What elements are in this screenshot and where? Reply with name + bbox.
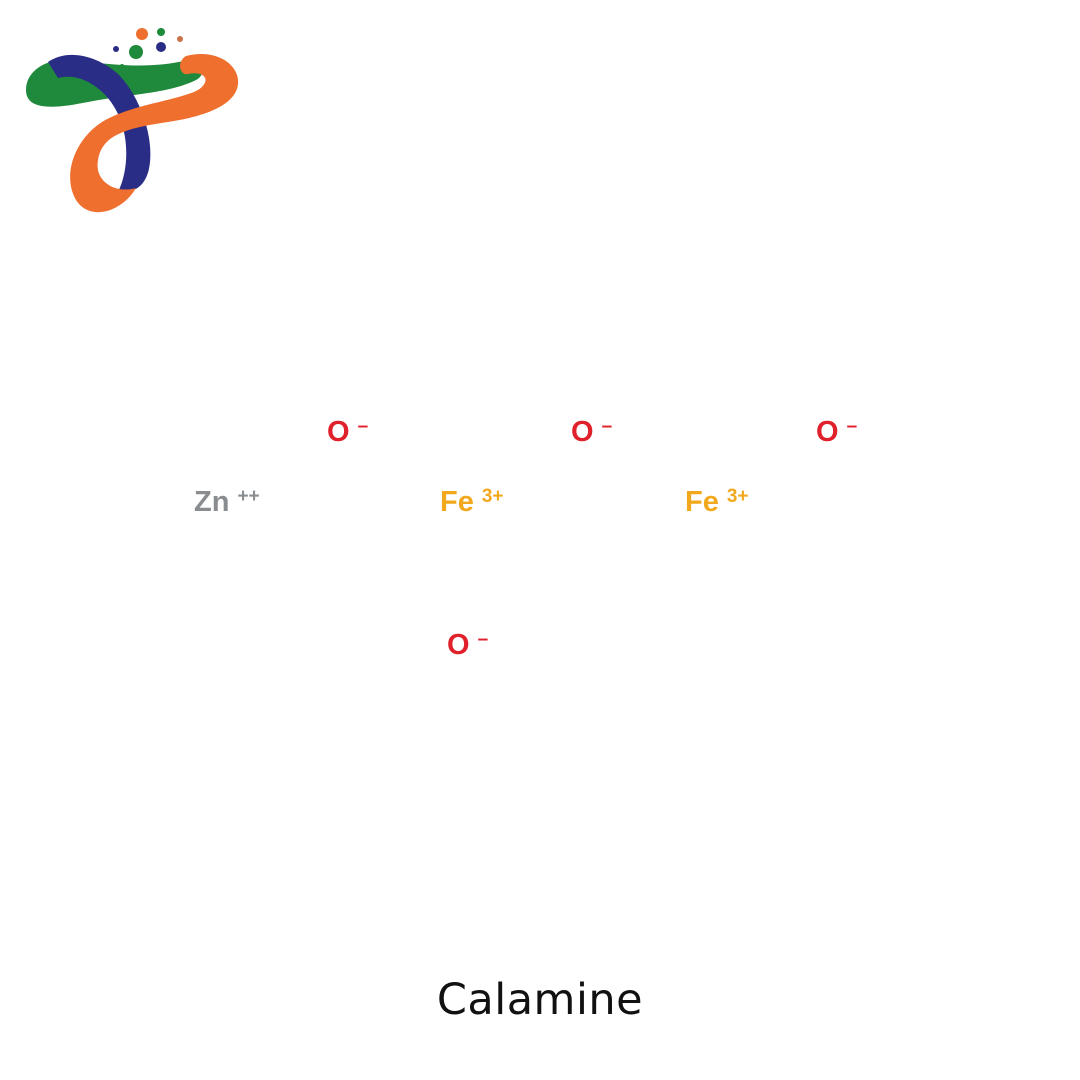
- ion-zinc: Zn ++: [194, 486, 260, 518]
- ion-oxide-1: O–: [327, 416, 369, 448]
- ion-charge: 3+: [481, 486, 504, 507]
- ion-oxide-4: O–: [447, 629, 489, 661]
- ion-oxide-2: O–: [571, 416, 613, 448]
- logo-icon: [26, 28, 239, 213]
- ion-charge: –: [477, 629, 489, 650]
- ion-charge: 3+: [726, 486, 749, 507]
- ion-iron-2: Fe 3+: [685, 486, 749, 518]
- ion-symbol: O: [816, 416, 839, 448]
- ion-charge: ++: [237, 486, 260, 507]
- brand-logo: [18, 22, 246, 224]
- ion-symbol: O: [571, 416, 594, 448]
- ion-oxide-3: O–: [816, 416, 858, 448]
- ion-symbol: O: [447, 629, 470, 661]
- ion-charge: –: [601, 416, 613, 437]
- ion-charge: –: [357, 416, 369, 437]
- caption-title: Calamine: [436, 975, 644, 1025]
- ion-symbol: Fe: [685, 486, 719, 518]
- ion-charge: –: [846, 416, 858, 437]
- ion-symbol: Fe: [440, 486, 474, 518]
- ion-iron-1: Fe 3+: [440, 486, 504, 518]
- ion-symbol: Zn: [194, 486, 230, 518]
- ion-symbol: O: [327, 416, 350, 448]
